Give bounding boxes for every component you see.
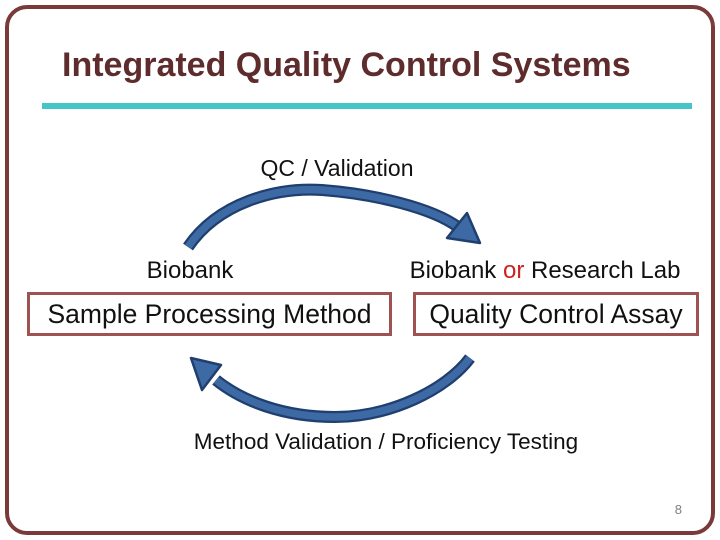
biobank-label: Biobank: [146, 257, 234, 284]
biobank-or-research-lab-label: Biobank or Research Lab: [395, 257, 695, 285]
left-box-label: Sample Processing Method: [47, 298, 372, 329]
right-label-or: or: [502, 257, 525, 284]
right-label-pre: Biobank: [409, 257, 503, 284]
page-number: 8: [674, 502, 682, 517]
right-label-post: Research Lab: [524, 257, 681, 284]
curved-arrow-left-icon: [189, 354, 475, 424]
right-box-label: Quality Control Assay: [429, 298, 683, 329]
page-title: Integrated Quality Control Systems: [62, 46, 631, 84]
quality-control-assay-box: Quality Control Assay: [413, 292, 699, 336]
qc-validation-label: QC / Validation: [260, 155, 414, 181]
method-validation-label: Method Validation / Proficiency Testing: [193, 429, 579, 454]
curved-arrow-right-icon: [183, 183, 482, 251]
sample-processing-method-box: Sample Processing Method: [27, 292, 392, 336]
title-underline: [42, 103, 692, 109]
